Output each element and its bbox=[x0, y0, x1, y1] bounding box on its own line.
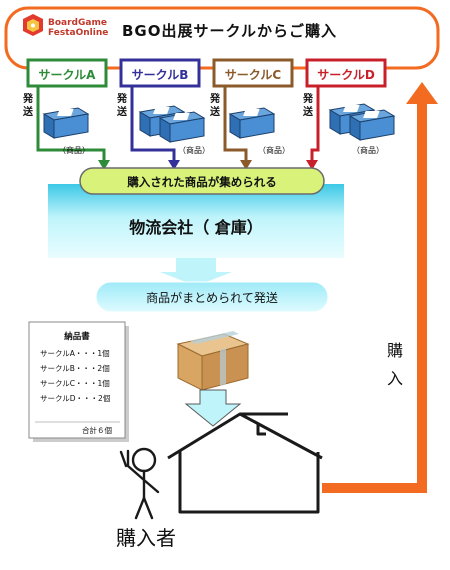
ship-label: 商品がまとめられて発送 bbox=[146, 291, 278, 305]
collect-pill bbox=[79, 167, 325, 195]
game-box-icons bbox=[42, 103, 396, 143]
shipping-arrows bbox=[36, 86, 320, 162]
product-label-d: （商品） bbox=[352, 146, 384, 155]
warehouse-name: 物流会社（ 倉庫） bbox=[129, 218, 263, 237]
house-icon bbox=[167, 412, 323, 514]
purchase-label-text: 購入 bbox=[384, 342, 403, 398]
logo-wordmark: BoardGame FestaOnline bbox=[48, 18, 108, 38]
ship-label-d: 発送 bbox=[303, 94, 313, 118]
invoice-line: サークルC・・・1個 bbox=[40, 379, 110, 388]
ship-label-b: 発送 bbox=[117, 94, 127, 118]
bgo-logo-icon bbox=[23, 14, 43, 36]
page-title: BGO出展サークルからご購入 bbox=[122, 22, 338, 40]
purchase-arrow-head bbox=[406, 82, 438, 104]
logo-line-2: FestaOnline bbox=[48, 28, 109, 38]
invoice-total: 合計６個 bbox=[82, 426, 112, 435]
circle-c-label: サークルC bbox=[224, 68, 282, 82]
circle-a-label: サークルA bbox=[38, 68, 96, 82]
product-label-b: （商品） bbox=[178, 146, 210, 155]
circle-b-label: サークルB bbox=[131, 68, 189, 82]
purchase-label: 購入 bbox=[378, 342, 403, 398]
buyer-label: 購入者 bbox=[116, 526, 176, 550]
invoice-lines: サークルA・・・1個 サークルB・・・2個 サークルC・・・1個 サークルD・・… bbox=[40, 346, 110, 406]
circle-d-label: サークルD bbox=[317, 68, 375, 82]
product-label-a: （商品） bbox=[58, 146, 90, 155]
invoice-paper bbox=[28, 321, 129, 442]
purchase-arrow-line bbox=[322, 102, 427, 493]
cardboard-box-icon bbox=[176, 331, 250, 391]
collect-label: 購入された商品が集められる bbox=[127, 175, 277, 189]
ship-pill bbox=[95, 281, 329, 313]
invoice-line: サークルA・・・1個 bbox=[40, 349, 110, 358]
delivery-arrow bbox=[184, 389, 242, 427]
ship-label-a: 発送 bbox=[23, 94, 33, 118]
circle-tabs bbox=[26, 58, 387, 88]
ship-label-c: 発送 bbox=[210, 94, 220, 118]
invoice-line: サークルD・・・2個 bbox=[40, 394, 111, 403]
buyer-figure-icon bbox=[119, 447, 160, 520]
product-label-c: （商品） bbox=[258, 146, 290, 155]
invoice-line: サークルB・・・2個 bbox=[40, 364, 110, 373]
warehouse-block bbox=[48, 184, 344, 258]
logo-line-1: BoardGame bbox=[48, 18, 107, 28]
invoice-title: 納品書 bbox=[64, 332, 90, 342]
funnel-arrow bbox=[160, 258, 232, 286]
